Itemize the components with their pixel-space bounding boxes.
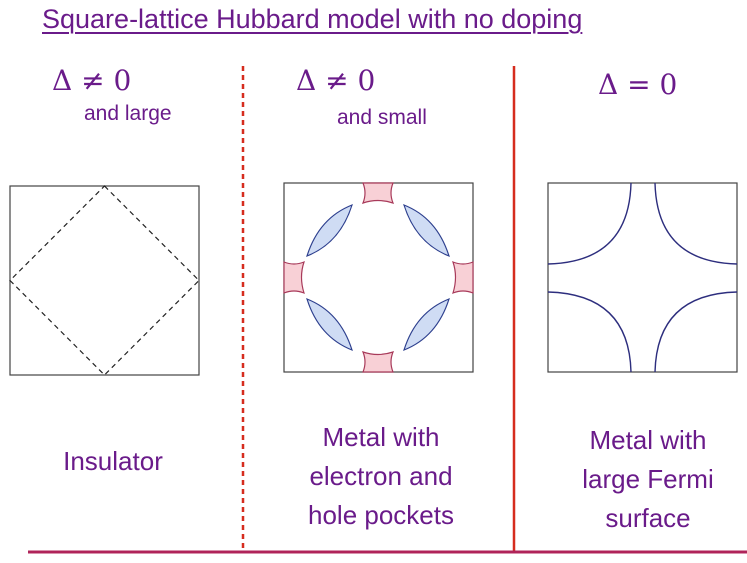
hole-pocket-bottom [361, 351, 395, 373]
hole-pocket-right [452, 260, 474, 295]
electron-pocket-bottom-right [403, 297, 450, 352]
hole-pocket-top [361, 182, 395, 204]
gap-condition-2: Δ ≠ 0 [296, 64, 376, 97]
gap-condition-1: Δ ≠ 0 [52, 64, 132, 97]
electron-pocket-bottom-left [306, 297, 353, 352]
brillouin-zone-large-fermi-surface [547, 182, 738, 373]
fermi-arc-top-left [547, 182, 632, 265]
phase-label-large-fermi: Metal with large Fermi surface [582, 425, 714, 533]
electron-pocket-top-left [306, 203, 353, 258]
phase-label-insulator: Insulator [63, 446, 163, 476]
hole-pocket-left [283, 260, 305, 295]
fermi-arc-top-right [654, 182, 738, 265]
gap-condition-3: Δ = 0 [598, 68, 678, 101]
phase-label-pockets: Metal with electron and hole pockets [308, 422, 454, 530]
brillouin-zone-pockets [283, 182, 474, 373]
electron-pocket-top-right [403, 203, 450, 258]
brillouin-zone-box-1 [9, 185, 200, 376]
page-title: Square-lattice Hubbard model with no dop… [42, 4, 583, 34]
fermi-arc-bottom-right [654, 291, 738, 373]
brillouin-zone-box-2 [283, 182, 474, 373]
antiferromagnetic-zone-boundary [9, 185, 200, 376]
brillouin-zone-box-3 [547, 182, 738, 373]
brillouin-zone-insulator [9, 185, 200, 376]
gap-qualifier-1: and large [84, 102, 172, 125]
gap-qualifier-2: and small [337, 106, 427, 129]
fermi-arc-bottom-left [547, 291, 632, 373]
